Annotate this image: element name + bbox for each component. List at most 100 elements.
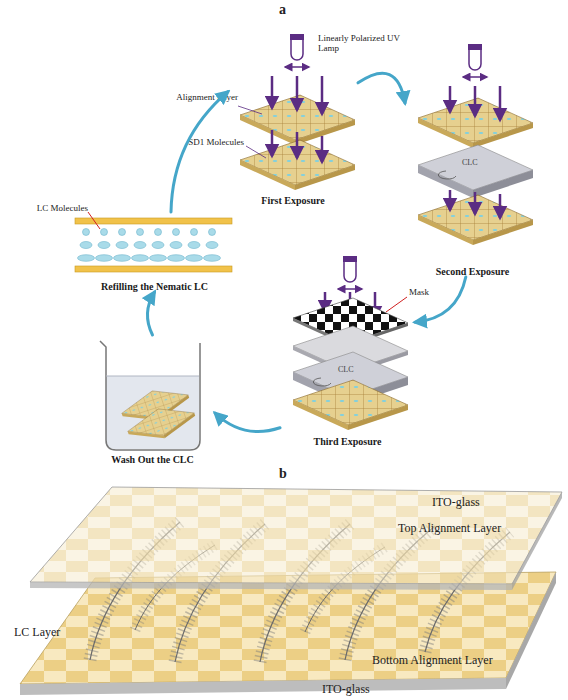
uv-arrows — [450, 190, 500, 218]
uv-arrows — [272, 76, 322, 114]
flow-arrow — [358, 73, 405, 103]
liquid-surface — [106, 376, 199, 377]
lc-molecules-part — [119, 229, 126, 236]
lc-molecules-part — [152, 242, 164, 249]
part-label: Linearly Polarized UV Lamp — [318, 34, 400, 54]
flow-arrow — [147, 292, 154, 335]
lc-molecules-part — [132, 255, 149, 262]
lc-molecules-part — [150, 255, 167, 262]
beaker-art — [100, 341, 200, 450]
lc-molecules-part — [114, 255, 131, 262]
lc-molecules-part — [168, 255, 185, 262]
lc-molecules-part — [170, 242, 182, 249]
second-exposure-art — [418, 44, 533, 245]
part-label: SD1 Molecules — [180, 138, 244, 148]
bottom-alignment-layer — [20, 572, 556, 684]
flow-arrow — [215, 413, 280, 432]
lc-molecules-part — [209, 229, 216, 236]
substrate-plate-part — [124, 399, 199, 449]
part-label: LC Molecules — [24, 204, 88, 214]
stage-label: Wash Out the CLC — [90, 454, 215, 465]
part-label: CLC — [338, 366, 354, 375]
panel-letter: b — [279, 466, 287, 481]
uv-arrows-part — [499, 86, 502, 120]
leader-line — [238, 106, 262, 114]
uv-arrows-part — [474, 192, 477, 214]
stage-box: Third Exposure — [280, 255, 415, 447]
lc-molecules-part — [101, 229, 108, 236]
leader-line — [386, 297, 407, 312]
part-label: ITO-glass — [322, 683, 370, 696]
leader-line — [246, 146, 266, 158]
uv-arrows — [272, 130, 322, 162]
first-exposure-art — [238, 34, 355, 190]
bottom-glass-edge — [506, 572, 556, 689]
lc-molecules-part — [80, 242, 92, 249]
third-exposure-art — [293, 256, 408, 430]
lc-molecules-part — [98, 242, 110, 249]
panel-letter: a — [279, 2, 286, 17]
part-label: LC Layer — [14, 626, 60, 639]
lc-cell-art — [75, 212, 232, 272]
lc-molecules-part — [137, 229, 144, 236]
uv-arrows-part — [449, 86, 452, 112]
top-glass-edge — [512, 492, 562, 590]
uv-arrows-part — [499, 194, 502, 218]
substrate-bar — [75, 218, 232, 224]
bottom-glass-edge — [20, 678, 506, 695]
substrate-plate — [293, 380, 408, 430]
part-label: CLC — [462, 159, 478, 168]
top-glass — [30, 487, 562, 584]
substrate-plate — [124, 399, 199, 449]
part-label: Bottom Alignment Layer — [372, 654, 493, 667]
uv-arrows-part — [449, 190, 452, 210]
lc-molecules-part — [173, 229, 180, 236]
uv-arrows-part — [474, 86, 477, 116]
uv-arrows-part — [271, 76, 274, 108]
lc-molecules-part — [186, 255, 203, 262]
lc-molecules-part — [191, 229, 198, 236]
clc-layer — [418, 145, 533, 198]
lc-molecules-part — [134, 242, 146, 249]
lc-molecules-part — [83, 229, 90, 236]
lc-molecules — [78, 229, 221, 262]
part-label: Mask — [409, 288, 429, 298]
uv-lamp — [338, 256, 362, 289]
lc-device-art — [20, 487, 562, 695]
uv-lamp — [285, 34, 309, 67]
stage-label: Third Exposure — [280, 436, 415, 447]
beaker-outline — [100, 341, 200, 450]
lc-molecules-part — [78, 255, 95, 262]
substrate-bar — [75, 266, 232, 272]
flow-arrow — [171, 92, 228, 212]
stage-box: Refilling the Nematic LC — [72, 212, 237, 292]
uv-arrows — [450, 86, 500, 120]
uv-arrows-part — [296, 132, 299, 158]
uv-arrows-part — [321, 136, 324, 162]
uv-arrows-part — [296, 76, 299, 110]
lc-molecules-part — [188, 242, 200, 249]
stage-label: Refilling the Nematic LC — [72, 281, 237, 292]
part-label: Alignment Layer — [176, 93, 238, 103]
uv-arrows-part — [271, 130, 274, 156]
lc-molecules-part — [96, 255, 113, 262]
part-label: Top Alignment Layer — [398, 522, 501, 535]
stage-box: First Exposure — [228, 30, 358, 206]
flow-arrow — [415, 277, 466, 322]
solvent — [106, 376, 199, 449]
stage-label: Second Exposure — [405, 266, 540, 277]
lc-molecules-part — [155, 229, 162, 236]
leader-line — [88, 212, 100, 229]
top-glass-edge — [30, 582, 512, 590]
uv-lamp — [463, 44, 487, 77]
lc-molecules-part — [116, 242, 128, 249]
lc-molecules-part — [206, 242, 218, 249]
part-label: ITO-glass — [432, 496, 480, 509]
stage-box: Wash Out the CLC — [90, 335, 215, 465]
uv-arrows-part — [321, 76, 324, 114]
lc-molecules-part — [204, 255, 221, 262]
stage-label: First Exposure — [228, 195, 358, 206]
